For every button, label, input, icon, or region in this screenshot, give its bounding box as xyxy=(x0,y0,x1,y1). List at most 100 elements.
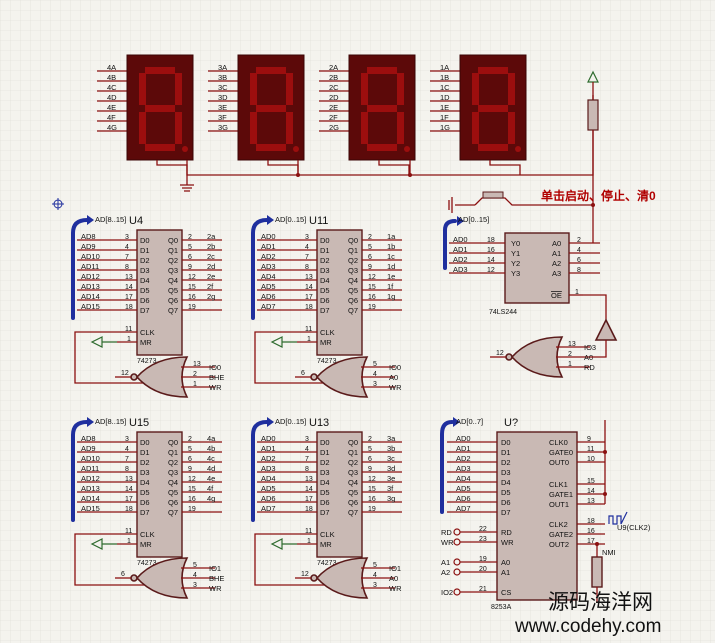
net-label: AD11 xyxy=(81,464,99,473)
nmi-label: NMI xyxy=(602,548,616,557)
pin-label: D2 xyxy=(320,256,330,265)
pin-number: 3 xyxy=(125,436,129,443)
chip-type: 74LS244 xyxy=(489,309,517,316)
pin-label: D7 xyxy=(320,306,330,315)
pin-number: 4 xyxy=(305,446,309,453)
pin-number: 12 xyxy=(188,274,196,281)
pin-number: 9 xyxy=(368,264,372,271)
pin-label: Q3 xyxy=(348,266,358,275)
net-label: 1b xyxy=(387,242,395,251)
pin-number: 1 xyxy=(307,538,311,545)
ground-icon xyxy=(448,197,453,213)
pin-number: 4 xyxy=(577,247,581,254)
net-label: IO3 xyxy=(584,343,596,352)
net-label: AD10 xyxy=(81,252,100,261)
chip-name: U? xyxy=(504,417,518,429)
segment-label: 2G xyxy=(329,123,339,132)
pin-number: 15 xyxy=(368,486,376,493)
origin-marker xyxy=(52,198,64,210)
pin-number: 8 xyxy=(125,466,129,473)
net-label: AD0 xyxy=(261,232,276,241)
net-label: AD6 xyxy=(261,292,276,301)
seven-segment-displays: 4A4B4C4D4E4F4G3A3B3C3D3E3F3G2A2B2C2D2E2F… xyxy=(97,54,527,175)
net-label: 3c xyxy=(387,454,395,463)
segment-label: 2D xyxy=(329,93,339,102)
pin-label: Q0 xyxy=(348,438,358,447)
segment-label: 4F xyxy=(107,113,116,122)
ground-icon xyxy=(180,184,194,192)
net-label: AD2 xyxy=(261,454,276,463)
pin-number: 6 xyxy=(368,254,372,261)
net-label: AD12 xyxy=(81,474,100,483)
pin-number: 2 xyxy=(188,234,192,241)
net-label: AD3 xyxy=(456,464,471,473)
bus-label: AD[0..15] xyxy=(458,215,489,224)
pin-label: D3 xyxy=(320,266,330,275)
pin-label: D1 xyxy=(501,448,511,457)
net-label: AD10 xyxy=(81,454,100,463)
chip-name: U11 xyxy=(309,215,328,227)
pin-number: 11 xyxy=(305,326,312,333)
pin-number: 4 xyxy=(373,572,377,579)
pin-label: D2 xyxy=(140,458,150,467)
push-button[interactable] xyxy=(448,191,595,213)
pin-number: 1 xyxy=(307,336,311,343)
pin-number: 7 xyxy=(305,456,309,463)
segment-label: 3A xyxy=(218,63,227,72)
pin-label: Q6 xyxy=(168,296,178,305)
pin-number: 12 xyxy=(301,571,309,578)
pin-label: D3 xyxy=(320,468,330,477)
net-label: AD12 xyxy=(81,272,100,281)
pin-label: D7 xyxy=(140,508,150,517)
net-label: AD14 xyxy=(81,292,100,301)
chip-type: 8253A xyxy=(491,604,512,611)
bus-label: AD[8..15] xyxy=(95,417,126,426)
pin-number: 11 xyxy=(305,528,312,535)
pin-number: 6 xyxy=(188,254,192,261)
segment-label: 4C xyxy=(107,83,117,92)
pin-label: Q6 xyxy=(168,498,178,507)
net-label: A0 xyxy=(389,574,398,583)
net-label: 2d xyxy=(207,262,215,271)
pin-label: Q4 xyxy=(348,478,358,487)
net-label: AD0 xyxy=(453,235,468,244)
net-label: 4g xyxy=(207,494,215,503)
pin-number: 6 xyxy=(121,571,125,578)
net-label: AD5 xyxy=(456,484,471,493)
pin-label: Q1 xyxy=(168,448,178,457)
bus-label: AD[8..15] xyxy=(95,215,126,224)
pin-label: Q0 xyxy=(348,236,358,245)
pin-label: Q5 xyxy=(168,286,178,295)
pin-number: 16 xyxy=(587,528,595,535)
pin-label: Q7 xyxy=(168,306,178,315)
net-label: AD2 xyxy=(261,252,276,261)
pin-label: GATE1 xyxy=(549,490,573,499)
pin-label: D6 xyxy=(320,498,330,507)
net-label: AD3 xyxy=(261,464,276,473)
pin-number: 2 xyxy=(368,436,372,443)
chip-type: 74273 xyxy=(137,358,157,365)
net-label: 1a xyxy=(387,232,396,241)
net-label: 4f xyxy=(207,484,214,493)
pin-number: 17 xyxy=(125,496,133,503)
pin-number: 7 xyxy=(305,254,309,261)
net-label: 3d xyxy=(387,464,395,473)
segment-label: 1F xyxy=(440,113,449,122)
pin-label: Q5 xyxy=(168,488,178,497)
net-label: IO0 xyxy=(389,363,401,372)
pin-label: Q2 xyxy=(168,256,178,265)
pin-number: 19 xyxy=(188,304,196,311)
pin-number: 14 xyxy=(487,257,495,264)
